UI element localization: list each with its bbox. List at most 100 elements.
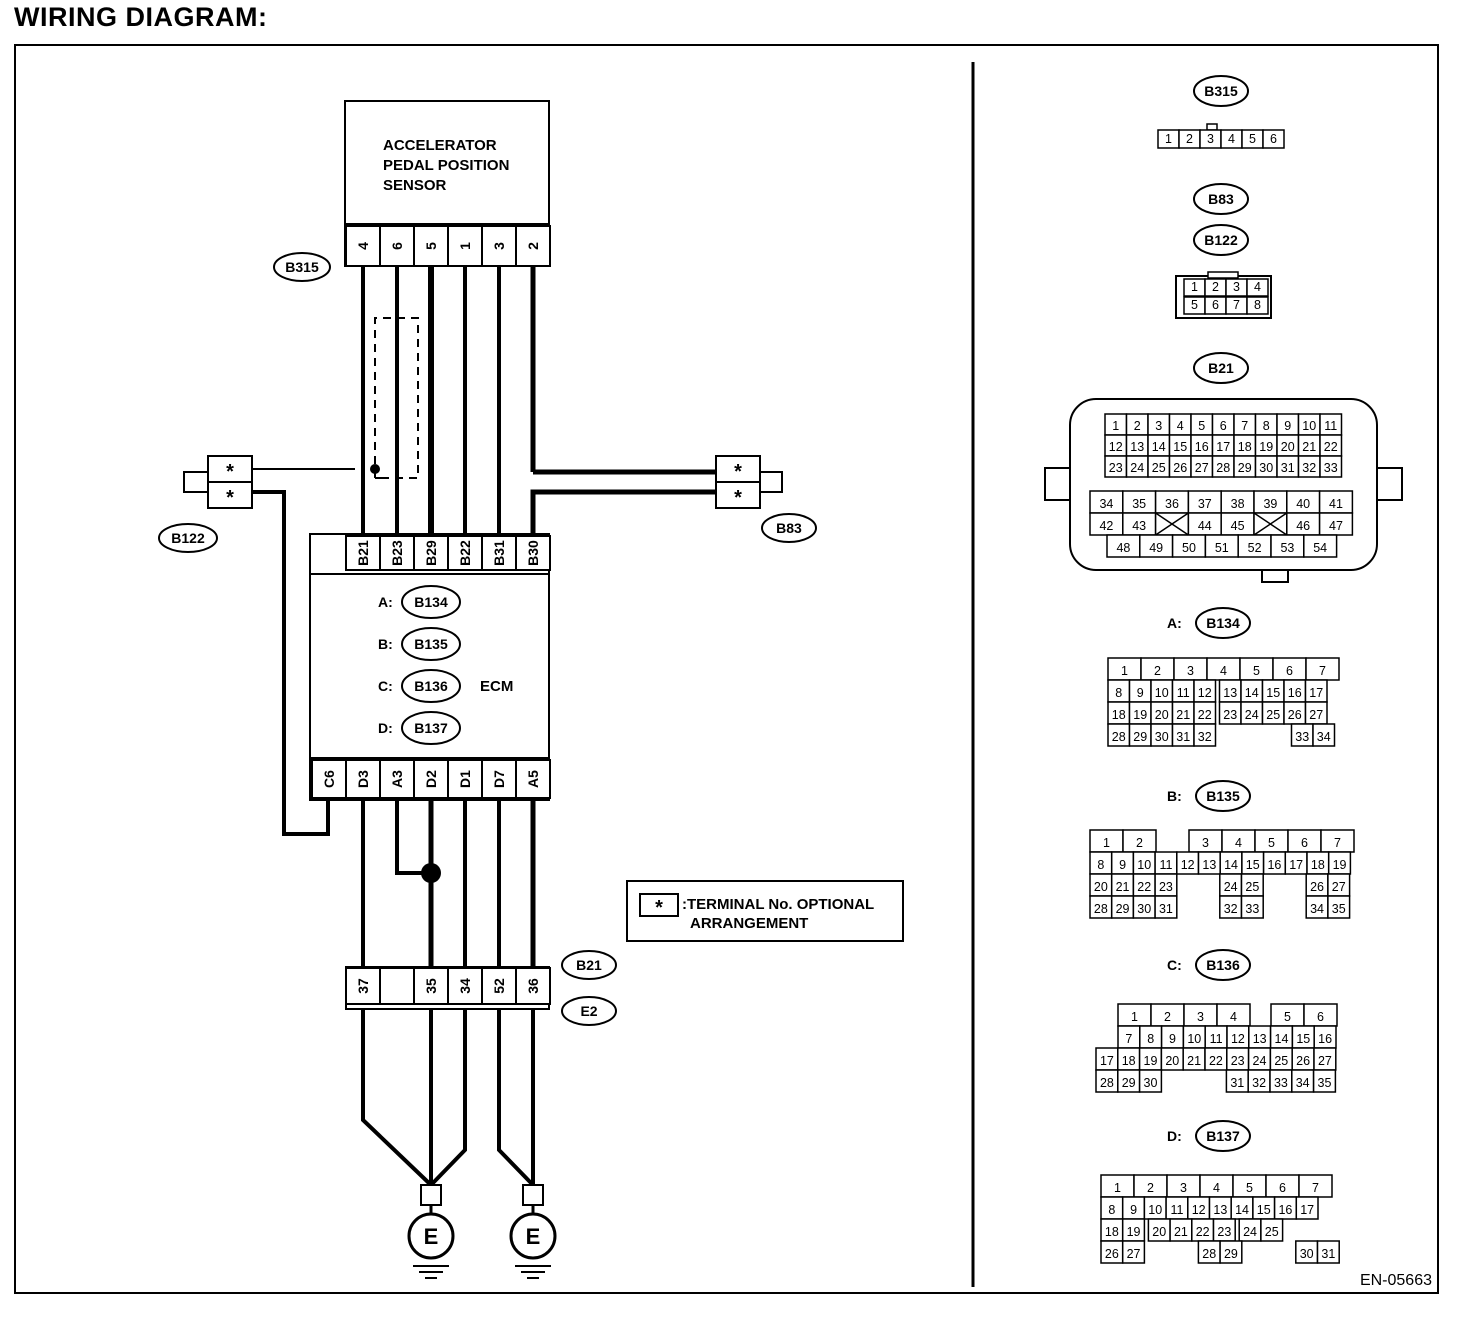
- ecm-bottom-pin-A3: A3: [379, 759, 415, 799]
- c-pin: 15: [1296, 1032, 1310, 1046]
- a-pin: 25: [1266, 708, 1280, 722]
- b21-pin: 48: [1116, 541, 1130, 555]
- b-pin: 12: [1181, 858, 1195, 872]
- view-oval-b315: B315: [1193, 75, 1249, 107]
- ecm-top-pin-B22: B22: [447, 535, 483, 571]
- d-pin: 6: [1279, 1181, 1286, 1195]
- a-pin: 33: [1295, 730, 1309, 744]
- b83-label: B83: [776, 520, 802, 536]
- b21-pin: 14: [1152, 440, 1166, 454]
- ecm-bottom-pin-D2: D2: [413, 759, 449, 799]
- b-pin: 23: [1159, 880, 1173, 894]
- a-pin: 13: [1223, 686, 1237, 700]
- b21-pin: 52: [1248, 541, 1262, 555]
- b21-pin: 8: [1263, 419, 1270, 433]
- a-pin: 19: [1133, 708, 1147, 722]
- ecm-bottom-pin-label: A3: [389, 770, 405, 788]
- view-oval-b21: B21: [1193, 352, 1249, 384]
- d-pin: 30: [1300, 1247, 1314, 1261]
- joint-pin-label: 37: [355, 978, 371, 994]
- ecm-top-pin-B21: B21: [345, 535, 381, 571]
- b-pin: 3: [1202, 836, 1209, 850]
- a-pin: 7: [1319, 664, 1326, 678]
- d-pin: 2: [1147, 1181, 1154, 1195]
- shield-ground-dot: [370, 464, 380, 474]
- b21-pin: 49: [1149, 541, 1163, 555]
- b315-pin: 5: [1249, 132, 1256, 146]
- ecm-connector-b135: B: B135: [378, 627, 461, 661]
- b21-pin: 41: [1329, 497, 1343, 511]
- sensor-pin-label: 1: [457, 242, 473, 250]
- c-pin: 35: [1318, 1076, 1332, 1090]
- page-heading: WIRING DIAGRAM:: [14, 2, 268, 32]
- b83-pin: 6: [1212, 298, 1219, 312]
- sensor-pin-label: 5: [423, 242, 439, 250]
- ecm-connector-b134: A:B134: [378, 585, 461, 619]
- a-pin: 8: [1115, 686, 1122, 700]
- figure-id: EN-05663: [1360, 1272, 1432, 1289]
- b83-pin: 5: [1191, 298, 1198, 312]
- b122-pin-1: *: [226, 461, 234, 483]
- c-pin: 34: [1296, 1076, 1310, 1090]
- b21-pin: 27: [1195, 461, 1209, 475]
- ecm-top-pin-B30: B30: [515, 535, 551, 571]
- a-pin: 10: [1155, 686, 1169, 700]
- a-pin: 4: [1220, 664, 1227, 678]
- view-prefix: D:: [1167, 1128, 1182, 1144]
- c-pin: 27: [1318, 1054, 1332, 1068]
- b-pin: 33: [1245, 902, 1259, 916]
- d-pin: 14: [1235, 1203, 1249, 1217]
- c-pin: 17: [1100, 1054, 1114, 1068]
- d-pin: 18: [1105, 1225, 1119, 1239]
- connector-prefix: B:: [378, 636, 393, 652]
- b-pin: 27: [1332, 880, 1346, 894]
- c-pin: 7: [1125, 1032, 1132, 1046]
- view-oval-b135: B:B135: [1167, 780, 1251, 812]
- c-pin: 21: [1187, 1054, 1201, 1068]
- sensor-pin-label: 6: [389, 242, 405, 250]
- a-pin: 9: [1137, 686, 1144, 700]
- b21-pin: 51: [1215, 541, 1229, 555]
- b21-pin: 38: [1231, 497, 1245, 511]
- ecm-top-pin-label: B29: [423, 540, 439, 566]
- b-pin: 21: [1116, 880, 1130, 894]
- e2-oval-label: E2: [580, 1003, 597, 1019]
- b83-pin: 4: [1254, 280, 1261, 294]
- b-pin: 30: [1137, 902, 1151, 916]
- d-pin: 22: [1196, 1225, 1210, 1239]
- b21-pin: 28: [1216, 461, 1230, 475]
- sensor-pin-label: 3: [491, 242, 507, 250]
- sensor-pin-5: 5: [413, 225, 449, 267]
- b315-pin: 3: [1207, 132, 1214, 146]
- b21-pin: 10: [1302, 419, 1316, 433]
- ecm-top-pin-label: B21: [355, 540, 371, 566]
- ecm-box: ECM: [309, 533, 550, 801]
- c-pin: 23: [1231, 1054, 1245, 1068]
- splice-dot: [421, 863, 441, 883]
- b21-pin: 39: [1263, 497, 1277, 511]
- view-name: B315: [1204, 83, 1238, 99]
- b83-pin: 2: [1212, 280, 1219, 294]
- ecm-top-pin-B31: B31: [481, 535, 517, 571]
- connector-name: B135: [414, 636, 448, 652]
- b-pin: 2: [1136, 836, 1143, 850]
- d-pin: 19: [1127, 1225, 1141, 1239]
- sensor-pin-label: 4: [355, 242, 371, 250]
- b-pin: 14: [1224, 858, 1238, 872]
- b-pin: 19: [1333, 858, 1347, 872]
- b21-pin: 40: [1296, 497, 1310, 511]
- joint-pin-label: 35: [423, 978, 439, 994]
- a-pin: 31: [1176, 730, 1190, 744]
- c-pin: 1: [1131, 1010, 1138, 1024]
- b-pin: 22: [1137, 880, 1151, 894]
- b21-pin: 43: [1132, 519, 1146, 533]
- b-pin: 8: [1097, 858, 1104, 872]
- ecm-bottom-pin-D7: D7: [481, 759, 517, 799]
- d-pin: 21: [1174, 1225, 1188, 1239]
- c-pin: 19: [1144, 1054, 1158, 1068]
- b21-pin: 4: [1177, 419, 1184, 433]
- b-pin: 32: [1224, 902, 1238, 916]
